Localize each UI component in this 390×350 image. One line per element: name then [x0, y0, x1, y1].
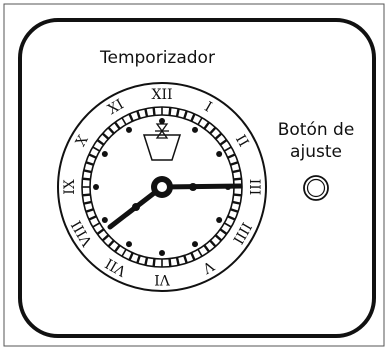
- minute-tick: [88, 153, 97, 159]
- minute-tick: [203, 244, 210, 253]
- minute-tick: [190, 252, 196, 261]
- minute-tick: [136, 110, 141, 119]
- minute-tick: [85, 208, 94, 213]
- hour-tick: [223, 146, 232, 152]
- adjust-button-label-line1: Botón de: [277, 120, 355, 140]
- minute-tick: [82, 193, 91, 197]
- hour-tick: [92, 222, 101, 228]
- minute-tick: [128, 113, 134, 122]
- hour-hand: [161, 183, 243, 190]
- minute-tick: [214, 234, 223, 242]
- minute-tick: [175, 257, 180, 266]
- minute-tick: [230, 161, 239, 166]
- dial-numeral: IX: [62, 179, 78, 195]
- minute-tick: [152, 258, 156, 267]
- hour-dot: [93, 184, 99, 190]
- hour-tick: [197, 248, 203, 257]
- hour-dot: [126, 241, 132, 248]
- minute-tick: [219, 228, 228, 235]
- dial-numeral: III: [246, 179, 262, 196]
- dial-numeral: XI: [105, 97, 126, 119]
- minute-tick: [144, 108, 149, 117]
- minute-tick: [209, 239, 217, 248]
- dial-numeral: VI: [154, 271, 171, 287]
- minute-tick: [230, 208, 239, 213]
- minute-tick: [85, 161, 94, 166]
- minute-tick: [114, 244, 121, 253]
- hour-tick: [223, 222, 232, 228]
- minute-tick: [136, 255, 141, 264]
- minute-tick: [227, 215, 236, 221]
- hourglass-icon: [155, 118, 169, 139]
- dial-window: [142, 134, 182, 161]
- hour-hand-joint: [189, 183, 197, 191]
- minute-tick: [82, 177, 91, 181]
- minute-tick: [183, 255, 188, 264]
- hour-tick: [92, 146, 101, 152]
- minute-tick: [114, 121, 121, 130]
- minute-tick: [168, 258, 172, 267]
- minute-tick: [168, 107, 172, 116]
- minute-tick: [152, 107, 156, 116]
- minute-tick: [219, 139, 228, 146]
- hour-tick: [121, 248, 127, 257]
- minute-tick: [83, 169, 92, 174]
- minute-tick: [227, 153, 236, 159]
- minute-tick: [83, 200, 92, 205]
- minute-tick: [101, 234, 110, 242]
- minute-tick: [175, 108, 180, 117]
- minute-tick: [88, 215, 97, 221]
- hour-dot: [216, 151, 223, 157]
- hour-dot: [101, 151, 108, 157]
- hour-tick: [197, 117, 203, 126]
- timer-label: Temporizador: [100, 48, 215, 68]
- adjust-button[interactable]: [303, 175, 329, 201]
- minute-tick: [96, 139, 105, 146]
- minute-tick: [96, 228, 105, 235]
- minute-tick: [190, 113, 196, 122]
- adjust-button-label-line2: ajuste: [290, 142, 342, 162]
- minute-tick: [233, 193, 242, 197]
- hour-dot: [216, 217, 223, 223]
- hour-dot: [192, 126, 198, 133]
- hour-dot: [192, 241, 198, 248]
- hour-dot: [101, 217, 108, 223]
- minute-tick: [214, 132, 223, 140]
- outer-frame: [3, 3, 385, 347]
- dial-numeral: XII: [151, 87, 172, 103]
- hour-dot: [126, 126, 132, 133]
- minute-tick: [209, 126, 217, 135]
- minute-tick: [183, 110, 188, 119]
- minute-tick: [232, 200, 241, 205]
- minute-hand-joint: [132, 203, 140, 211]
- minute-tick: [107, 126, 115, 135]
- minute-tick: [107, 239, 115, 248]
- minute-tick: [101, 132, 110, 140]
- hand-pivot-center: [157, 182, 167, 192]
- adjust-button-inner: [306, 178, 326, 198]
- minute-tick: [203, 121, 210, 130]
- minute-tick: [128, 252, 134, 261]
- hour-dot: [159, 250, 165, 256]
- minute-tick: [233, 177, 242, 181]
- minute-tick: [144, 257, 149, 266]
- hour-tick: [121, 117, 127, 126]
- minute-tick: [232, 169, 241, 174]
